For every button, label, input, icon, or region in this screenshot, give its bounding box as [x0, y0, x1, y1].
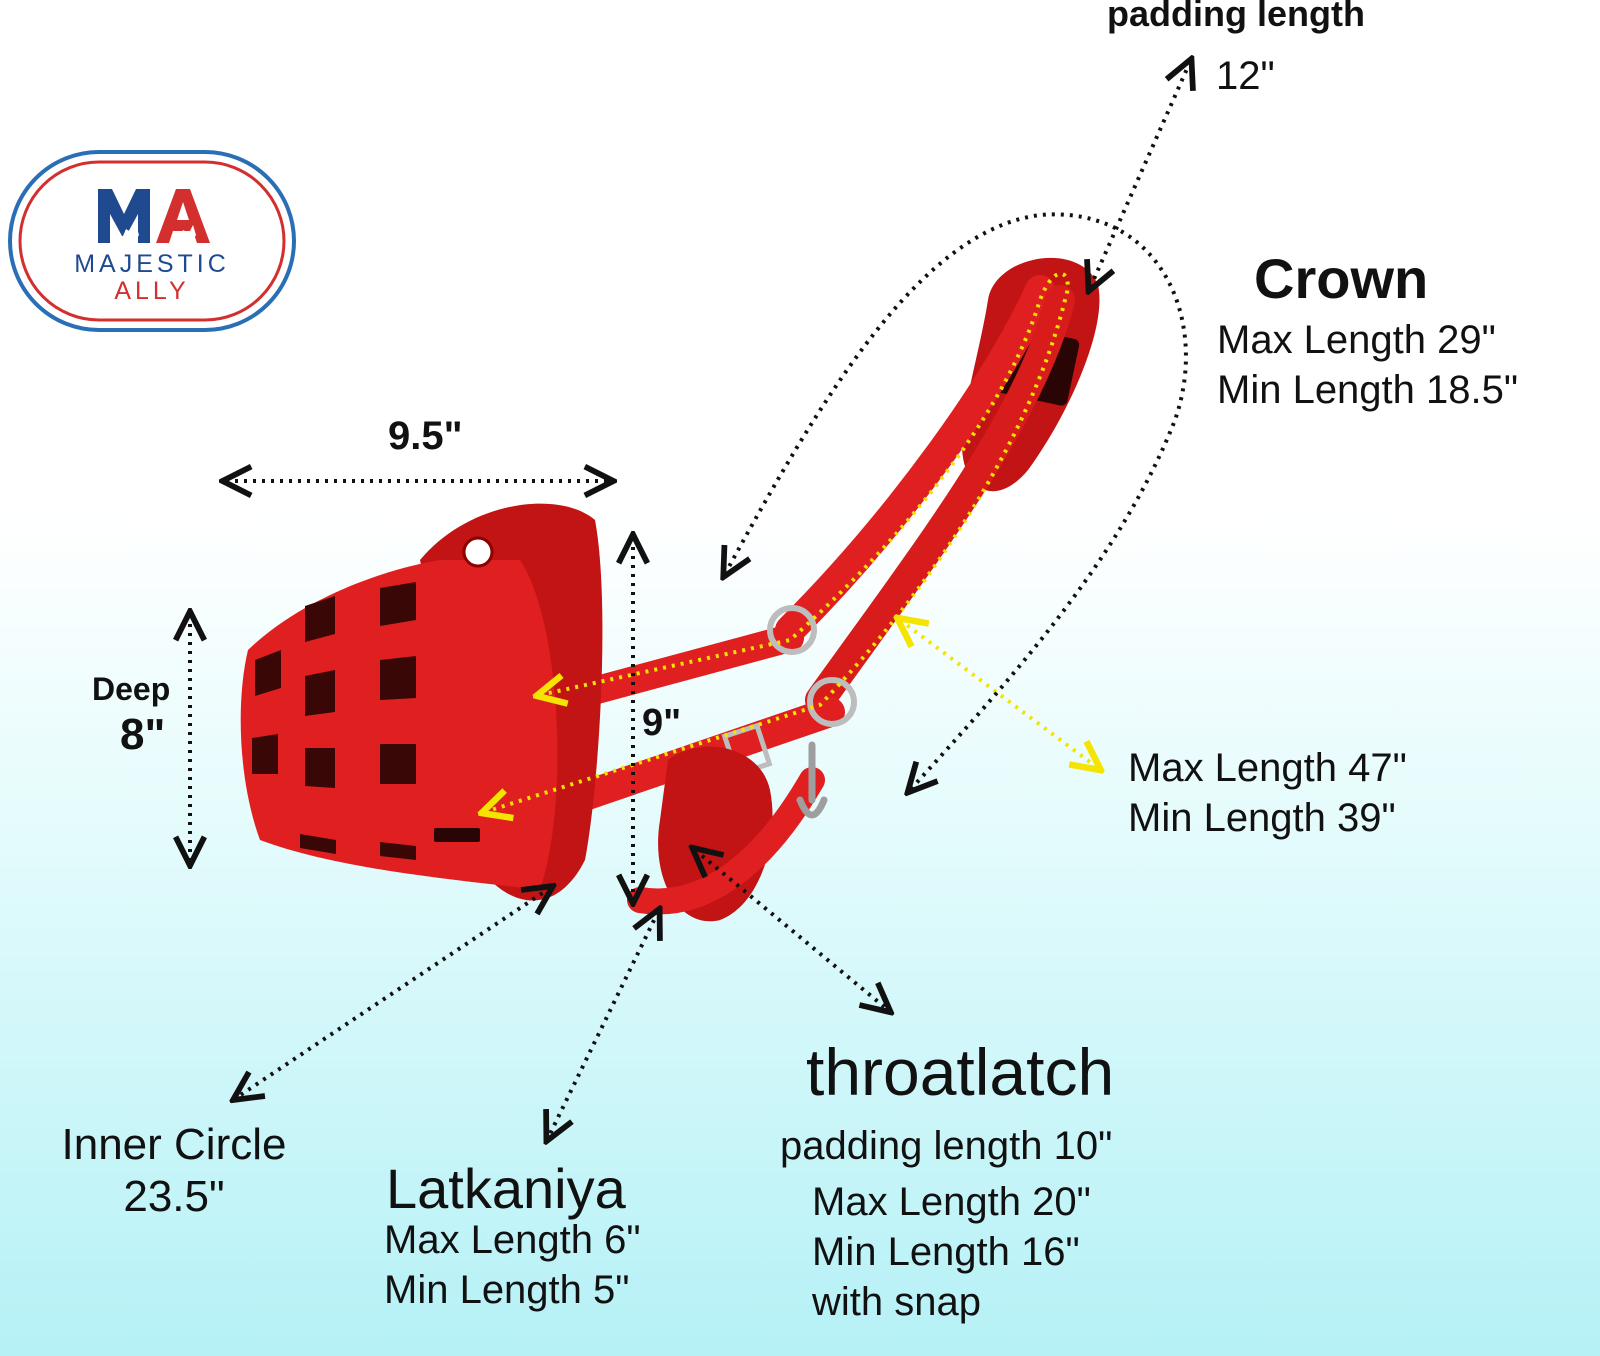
- logo-a-icon: [156, 189, 210, 243]
- brand-logo: MAJESTIC ALLY: [8, 150, 296, 332]
- latkaniya-max-length: Max Length 6": [384, 1218, 641, 1262]
- crown-loop-arrow: [725, 212, 1188, 790]
- top-padding-title: padding length: [1107, 0, 1365, 34]
- height-dimension: 9": [642, 702, 682, 744]
- cheek-length-arrow: [900, 620, 1098, 768]
- deep-title: Deep: [92, 671, 171, 707]
- inner-circle-arrow: [236, 888, 550, 1098]
- muzzle-badge: [462, 536, 494, 568]
- top-padding-arrow: [1090, 62, 1190, 288]
- crown-max-length: Max Length 29": [1217, 318, 1496, 362]
- horse-silhouette-icon: [178, 225, 196, 243]
- throatlatch-title: throatlatch: [806, 1035, 1115, 1109]
- latkaniya-min-length: Min Length 5": [384, 1268, 630, 1312]
- logo-m-icon: [98, 189, 150, 243]
- dimension-arrows: [190, 62, 1190, 1138]
- throatlatch-arrow: [695, 850, 888, 1010]
- muzzle-tag: [434, 828, 480, 842]
- crown-loop-arrow: [485, 271, 1070, 812]
- deep-value: 8": [120, 710, 166, 759]
- inner-circle-title: Inner Circle: [61, 1120, 287, 1169]
- throatlatch-note: with snap: [812, 1280, 981, 1324]
- crown-min-length: Min Length 18.5": [1217, 368, 1519, 412]
- cheek-max-length: Max Length 47": [1128, 746, 1407, 790]
- highlight-arrows: [485, 271, 1098, 812]
- muzzle-openings: [252, 582, 416, 860]
- throatlatch-padding-length: padding length 10": [780, 1124, 1113, 1168]
- grazing-muzzle-halter: [240, 257, 1100, 922]
- width-dimension: 9.5": [388, 414, 463, 458]
- inner-circle-value: 23.5": [123, 1172, 225, 1221]
- brand-name-line1: MAJESTIC: [74, 250, 230, 278]
- throatlatch-min-length: Min Length 16": [812, 1230, 1080, 1274]
- latkaniya-title: Latkaniya: [386, 1157, 626, 1220]
- latkaniya-arrow: [548, 912, 658, 1138]
- logo-outer-ring: [8, 150, 296, 332]
- brand-name-line2: ALLY: [114, 277, 189, 305]
- logo-inner-ring: [18, 160, 286, 322]
- crown-title: Crown: [1254, 247, 1429, 310]
- cheek-min-length: Min Length 39": [1128, 796, 1396, 840]
- top-padding-value: 12": [1216, 54, 1275, 98]
- horse-silhouette-icon: [120, 225, 139, 243]
- throatlatch-max-length: Max Length 20": [812, 1180, 1091, 1224]
- cheek-strap: [805, 285, 1075, 715]
